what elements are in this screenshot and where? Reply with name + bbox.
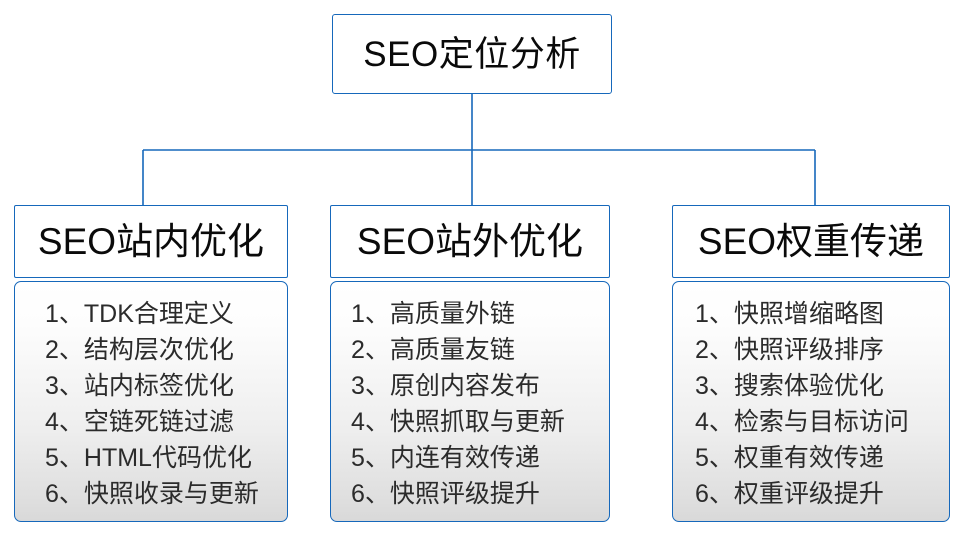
- list-item: 1、TDK合理定义: [45, 300, 234, 328]
- branch-list-1: 1、TDK合理定义 2、结构层次优化 3、站内标签优化 4、空链死链过滤 5、H…: [14, 281, 288, 522]
- list-item: 6、权重评级提升: [695, 480, 884, 508]
- list-item: 4、空链死链过滤: [45, 408, 234, 436]
- branch-list-items-1: 1、TDK合理定义 2、结构层次优化 3、站内标签优化 4、空链死链过滤 5、H…: [45, 296, 287, 512]
- list-item: 4、快照抓取与更新: [351, 408, 565, 436]
- root-node-label: SEO定位分析: [363, 34, 581, 74]
- branch-header-3[interactable]: SEO权重传递: [672, 205, 950, 278]
- list-item: 3、原创内容发布: [351, 372, 540, 400]
- branch-header-label-3: SEO权重传递: [697, 221, 925, 262]
- branch-list-items-3: 1、快照增缩略图 2、快照评级排序 3、搜索体验优化 4、检索与目标访问 5、权…: [695, 296, 949, 512]
- list-item: 1、高质量外链: [351, 300, 515, 328]
- branch-header-label-2: SEO站外优化: [356, 221, 584, 262]
- list-item: 5、HTML代码优化: [45, 444, 252, 472]
- list-item: 3、搜索体验优化: [695, 372, 884, 400]
- branch-list-3: 1、快照增缩略图 2、快照评级排序 3、搜索体验优化 4、检索与目标访问 5、权…: [672, 281, 950, 522]
- branch-header-2[interactable]: SEO站外优化: [330, 205, 610, 278]
- root-node[interactable]: SEO定位分析: [332, 14, 612, 94]
- list-item: 5、权重有效传递: [695, 444, 884, 472]
- branch-list-2: 1、高质量外链 2、高质量友链 3、原创内容发布 4、快照抓取与更新 5、内连有…: [330, 281, 610, 522]
- branch-header-1[interactable]: SEO站内优化: [14, 205, 288, 278]
- list-item: 6、快照评级提升: [351, 480, 540, 508]
- list-item: 2、结构层次优化: [45, 336, 234, 364]
- list-item: 4、检索与目标访问: [695, 408, 909, 436]
- list-item: 6、快照收录与更新: [45, 480, 259, 508]
- list-item: 2、高质量友链: [351, 336, 515, 364]
- list-item: 5、内连有效传递: [351, 444, 540, 472]
- list-item: 2、快照评级排序: [695, 336, 884, 364]
- branch-list-items-2: 1、高质量外链 2、高质量友链 3、原创内容发布 4、快照抓取与更新 5、内连有…: [351, 296, 609, 512]
- list-item: 3、站内标签优化: [45, 372, 234, 400]
- list-item: 1、快照增缩略图: [695, 300, 884, 328]
- branch-header-label-1: SEO站内优化: [37, 221, 265, 262]
